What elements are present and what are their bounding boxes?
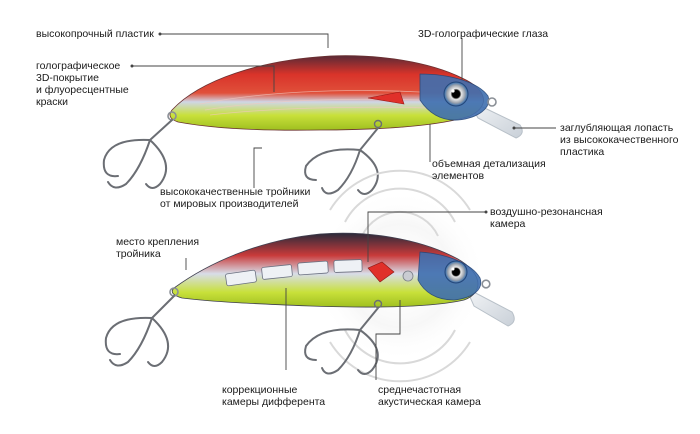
label-acoustic-chamber: среднечастотная акустическая камера <box>378 384 481 408</box>
bottom-diving-lip <box>464 286 515 327</box>
label-diving-lip: заглубляющая лопасть из высококачественн… <box>560 122 679 158</box>
leader-dots <box>130 32 516 214</box>
air-resonance-chamber <box>367 261 395 283</box>
acoustic-ball <box>402 270 414 282</box>
top-gill-fin <box>367 91 405 105</box>
bottom-line-tie <box>481 279 491 289</box>
treble-hook-icon <box>104 295 175 367</box>
top-lure <box>102 55 523 195</box>
label-holographic-coating: голографическое 3D-покрытие и флуоресцен… <box>36 60 129 108</box>
label-holographic-eyes: 3D-голографические глаза <box>418 28 549 40</box>
label-trim-chambers: коррекционные камеры дифферента <box>222 384 326 408</box>
top-line-tie <box>487 97 497 107</box>
treble-hook-icon <box>304 119 383 195</box>
label-hook-mount: место крепления тройника <box>116 236 200 260</box>
trim-chambers <box>225 259 363 287</box>
label-quality-hooks: высококачественные тройники от мировых п… <box>160 186 311 210</box>
label-air-resonance-chamber: воздушно-резонансная камера <box>490 206 603 230</box>
label-high-strength-plastic: высокопрочный пластик <box>36 28 154 40</box>
bottom-lure <box>104 169 515 383</box>
treble-hook-icon <box>102 119 173 189</box>
leader-lines <box>132 33 556 380</box>
treble-hook-icon <box>304 299 383 375</box>
label-volume-detail: объемная детализация элементов <box>432 158 546 182</box>
